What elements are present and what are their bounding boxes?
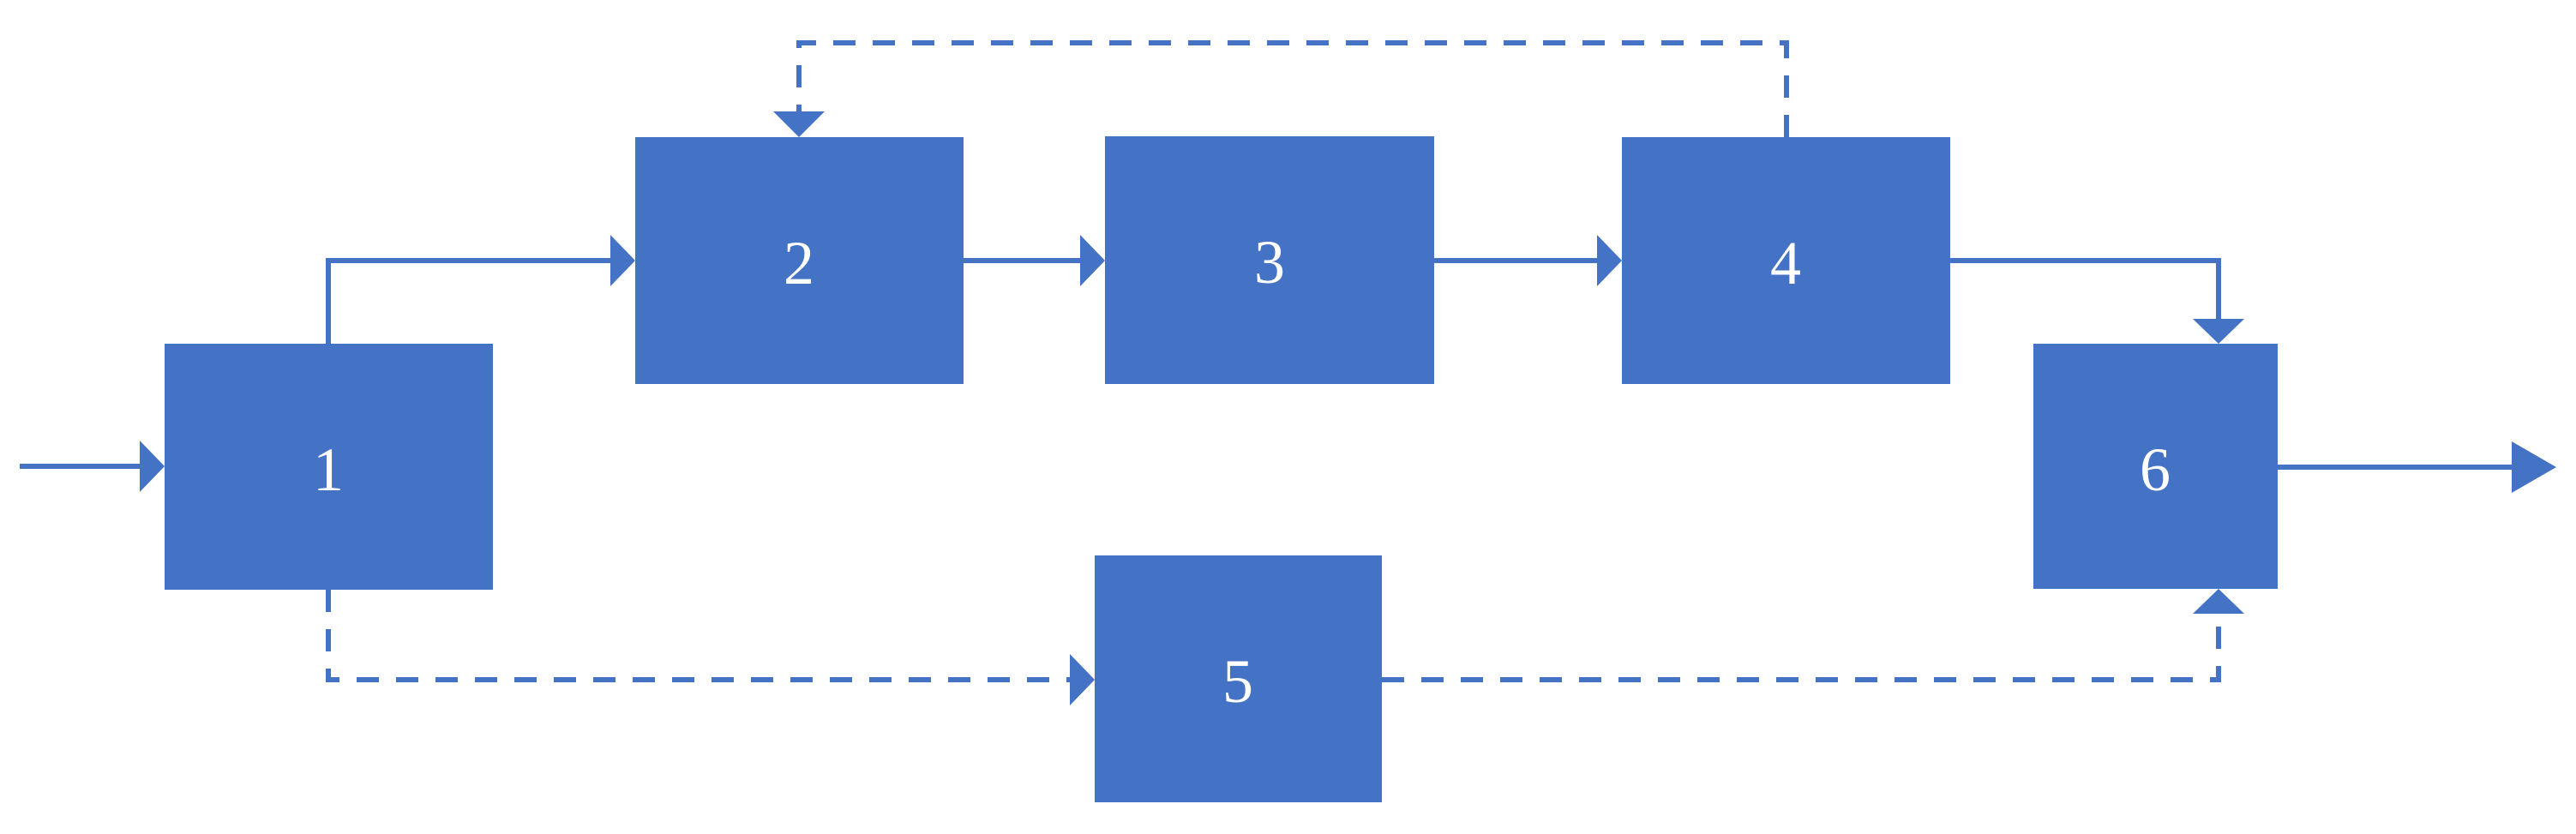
edge-1-to-5-bypass-line: [326, 590, 1070, 682]
node-5-box[interactable]: [1095, 555, 1382, 802]
edge-6-to-output: [2278, 441, 2556, 493]
arrowhead-right-1-2: [610, 235, 635, 286]
node-6-box[interactable]: [2033, 344, 2278, 589]
edge-4-to-6-line: [1950, 258, 2221, 319]
node-3-label: 3: [1254, 228, 1285, 297]
edge-3-to-4: [1434, 235, 1622, 286]
edge-1-to-2: [326, 235, 635, 344]
edge-input-to-1: [20, 441, 165, 492]
node-1-label: 1: [313, 435, 344, 504]
node-1[interactable]: 1: [165, 344, 493, 590]
edge-5-to-6-bypass-line: [1382, 614, 2221, 682]
node-2-box[interactable]: [635, 137, 964, 384]
arrowhead-right-1-5: [1070, 654, 1095, 705]
arrowhead-right-output: [2512, 441, 2556, 493]
node-2-label: 2: [784, 229, 814, 297]
node-6[interactable]: 6: [2033, 344, 2278, 589]
arrowhead-right-input: [140, 441, 165, 492]
node-4-box[interactable]: [1622, 137, 1950, 384]
edge-4-to-2-feedback: [773, 40, 1789, 137]
arrowhead-right-2-3: [1080, 235, 1105, 286]
node-3[interactable]: 3: [1105, 136, 1434, 384]
node-1-box[interactable]: [165, 344, 493, 590]
node-5[interactable]: 5: [1095, 555, 1382, 802]
arrowhead-down-4-2: [773, 111, 825, 137]
edge-5-to-6-bypass: [1382, 589, 2244, 682]
edge-2-to-3: [964, 235, 1105, 286]
edge-1-to-5-bypass: [326, 590, 1095, 705]
edge-1-to-2-line: [326, 258, 610, 344]
node-2[interactable]: 2: [635, 137, 964, 384]
node-4[interactable]: 4: [1622, 137, 1950, 384]
arrowhead-right-3-4: [1597, 235, 1622, 286]
edge-4-to-2-feedback-line: [796, 40, 1789, 137]
node-4-label: 4: [1770, 229, 1801, 297]
node-5-label: 5: [1222, 647, 1253, 716]
edge-4-to-6: [1950, 258, 2244, 344]
node-3-box[interactable]: [1105, 136, 1434, 384]
arrowhead-down-4-6: [2193, 319, 2244, 344]
arrowhead-up-5-6: [2193, 589, 2244, 614]
node-6-label: 6: [2140, 435, 2171, 504]
